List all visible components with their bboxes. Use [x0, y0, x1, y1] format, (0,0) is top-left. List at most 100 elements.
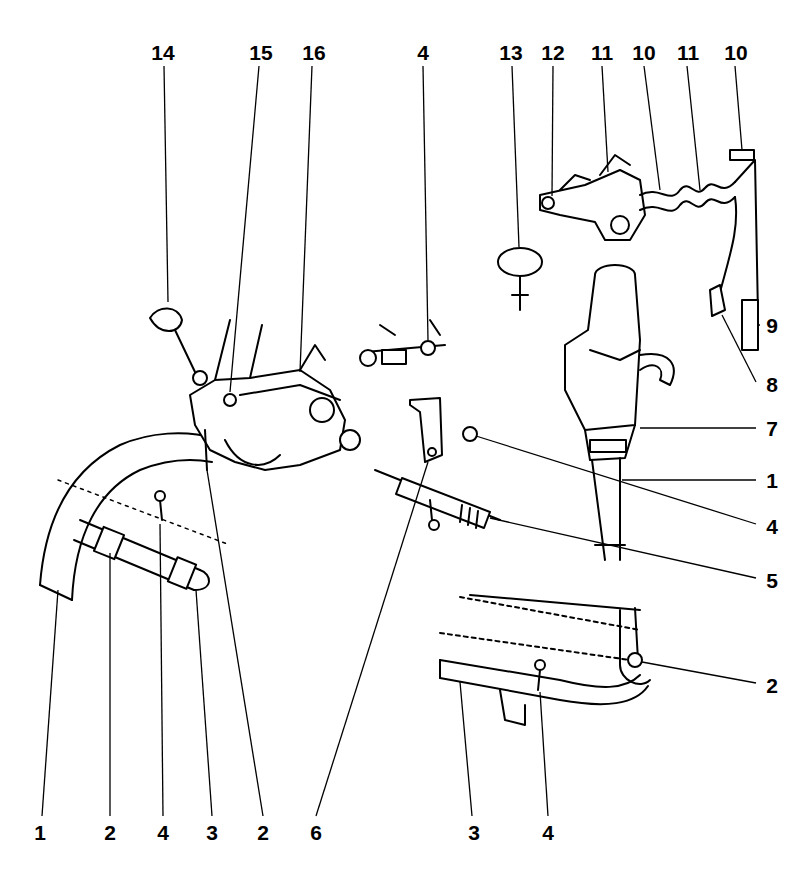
callout-number: 10	[631, 42, 656, 63]
part	[535, 660, 545, 670]
leader-lines	[758, 324, 760, 325]
callout-number: 14	[150, 42, 175, 63]
part	[628, 653, 642, 667]
cap-knob	[498, 248, 542, 310]
callout-number: 7	[765, 418, 779, 439]
mounting-bracket	[410, 398, 477, 462]
part	[421, 341, 435, 355]
part	[640, 197, 735, 211]
callout-number: 4	[541, 822, 555, 843]
heater-pipe	[58, 480, 230, 590]
part	[240, 385, 340, 400]
leader-lines	[460, 682, 472, 816]
part	[410, 398, 442, 462]
part	[590, 350, 640, 360]
leader-lines	[735, 66, 742, 150]
callout-number: 3	[467, 822, 481, 843]
callout-number: 2	[256, 822, 270, 843]
callout-number: 1	[765, 470, 779, 491]
control-cable	[375, 470, 500, 530]
part	[590, 440, 626, 452]
part	[538, 670, 540, 690]
part	[429, 520, 439, 530]
part	[565, 275, 640, 430]
callout-number: 16	[301, 42, 326, 63]
leader-lines	[540, 692, 548, 816]
leader-lines	[230, 66, 259, 392]
leader-lines	[42, 66, 760, 816]
leader-lines	[109, 553, 110, 816]
part	[640, 182, 735, 196]
bolt-assembly	[360, 320, 445, 366]
leader-lines	[476, 436, 756, 524]
callout-number: 1	[33, 822, 47, 843]
lever-assembly	[540, 150, 758, 350]
callout-number: 4	[156, 822, 170, 843]
part	[498, 248, 542, 276]
leader-lines	[316, 462, 428, 816]
leader-lines	[687, 66, 700, 190]
callout-number: 2	[765, 675, 779, 696]
part	[460, 505, 478, 528]
leader-lines	[552, 66, 553, 196]
part	[440, 678, 648, 704]
part	[439, 660, 441, 678]
leader-lines	[640, 427, 756, 428]
part	[193, 371, 207, 385]
part	[225, 440, 280, 465]
callout-number: 15	[248, 42, 273, 63]
callout-number: 12	[540, 42, 565, 63]
callout-number: 6	[309, 822, 323, 843]
part	[360, 350, 376, 366]
part	[640, 354, 674, 385]
part	[519, 276, 521, 310]
part	[168, 557, 196, 589]
callout-number: 8	[765, 374, 779, 395]
callout-number: 11	[590, 42, 614, 63]
part	[430, 500, 432, 520]
leader-lines	[722, 315, 756, 382]
part	[190, 370, 345, 470]
leader-lines	[642, 662, 756, 683]
part	[742, 300, 758, 350]
part	[500, 690, 525, 725]
part	[72, 460, 212, 600]
part	[710, 285, 725, 316]
heater-duct	[440, 595, 650, 725]
heater-valve-box	[150, 308, 360, 470]
part	[58, 480, 230, 545]
part	[470, 595, 640, 610]
callout-number: 10	[723, 42, 748, 63]
part	[382, 350, 406, 364]
part	[310, 398, 334, 422]
leader-lines	[160, 524, 163, 816]
part	[560, 155, 630, 190]
part	[542, 197, 554, 209]
part	[512, 294, 528, 296]
callout-number: 11	[676, 42, 700, 63]
leader-lines	[423, 66, 428, 340]
part	[440, 633, 630, 660]
callout-number: 3	[205, 822, 219, 843]
part	[340, 430, 360, 450]
leader-lines	[622, 479, 756, 480]
leader-lines	[300, 66, 312, 372]
heater-hose	[40, 433, 215, 600]
leader-lines	[490, 518, 756, 578]
part	[611, 216, 629, 234]
leader-lines	[602, 66, 608, 172]
part	[194, 570, 209, 590]
part	[463, 427, 477, 441]
part	[428, 448, 436, 456]
part	[380, 320, 440, 335]
callout-number: 5	[765, 570, 779, 591]
part	[224, 394, 236, 406]
callout-number: 4	[765, 516, 779, 537]
part	[585, 425, 635, 460]
part	[160, 500, 162, 520]
callout-number: 4	[416, 42, 430, 63]
part	[175, 330, 195, 372]
